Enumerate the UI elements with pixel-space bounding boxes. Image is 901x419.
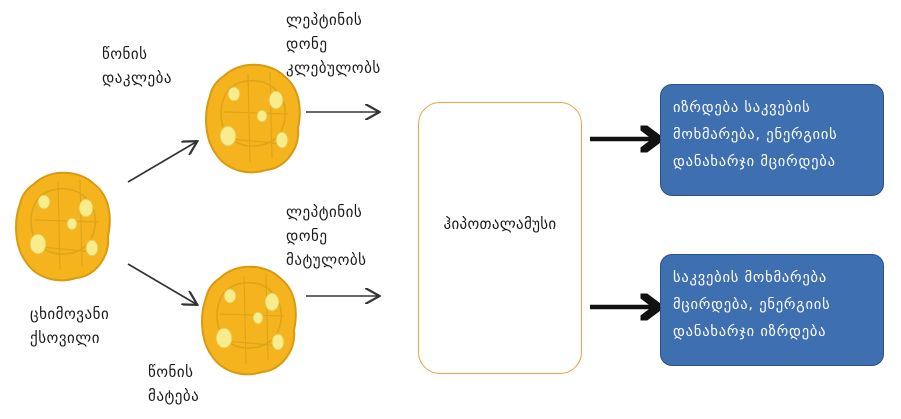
hypothalamus-box: ჰიპოთალამუსი <box>418 102 582 374</box>
hypothalamus-label: ჰიპოთალამუსი <box>443 215 557 233</box>
fat-cell-reduced <box>205 63 301 174</box>
weight-gain-label: წონის მატება <box>148 363 200 405</box>
arrow-to-weight-loss <box>127 142 196 183</box>
adipose-tissue-cell <box>15 171 111 282</box>
arrow-to-weight-gain <box>127 263 196 304</box>
leptin-decrease-label: ლეპტინის დონე კლებულობს <box>286 11 381 77</box>
adipose-tissue-label: ცხიმოვანი ქსოვილი <box>30 305 110 347</box>
fat-cell-enlarged <box>201 265 297 376</box>
weight-loss-label: წონის დაკლება <box>102 45 173 87</box>
outcome-box-1: იზრდება საკვების მოხმარება, ენერგიის დან… <box>660 84 884 196</box>
outcome-box-2: საკვების მოხმარება მცირდება, ენერგიის და… <box>660 254 884 366</box>
leptin-increase-label: ლეპტინის დონე მატულობს <box>286 203 367 269</box>
